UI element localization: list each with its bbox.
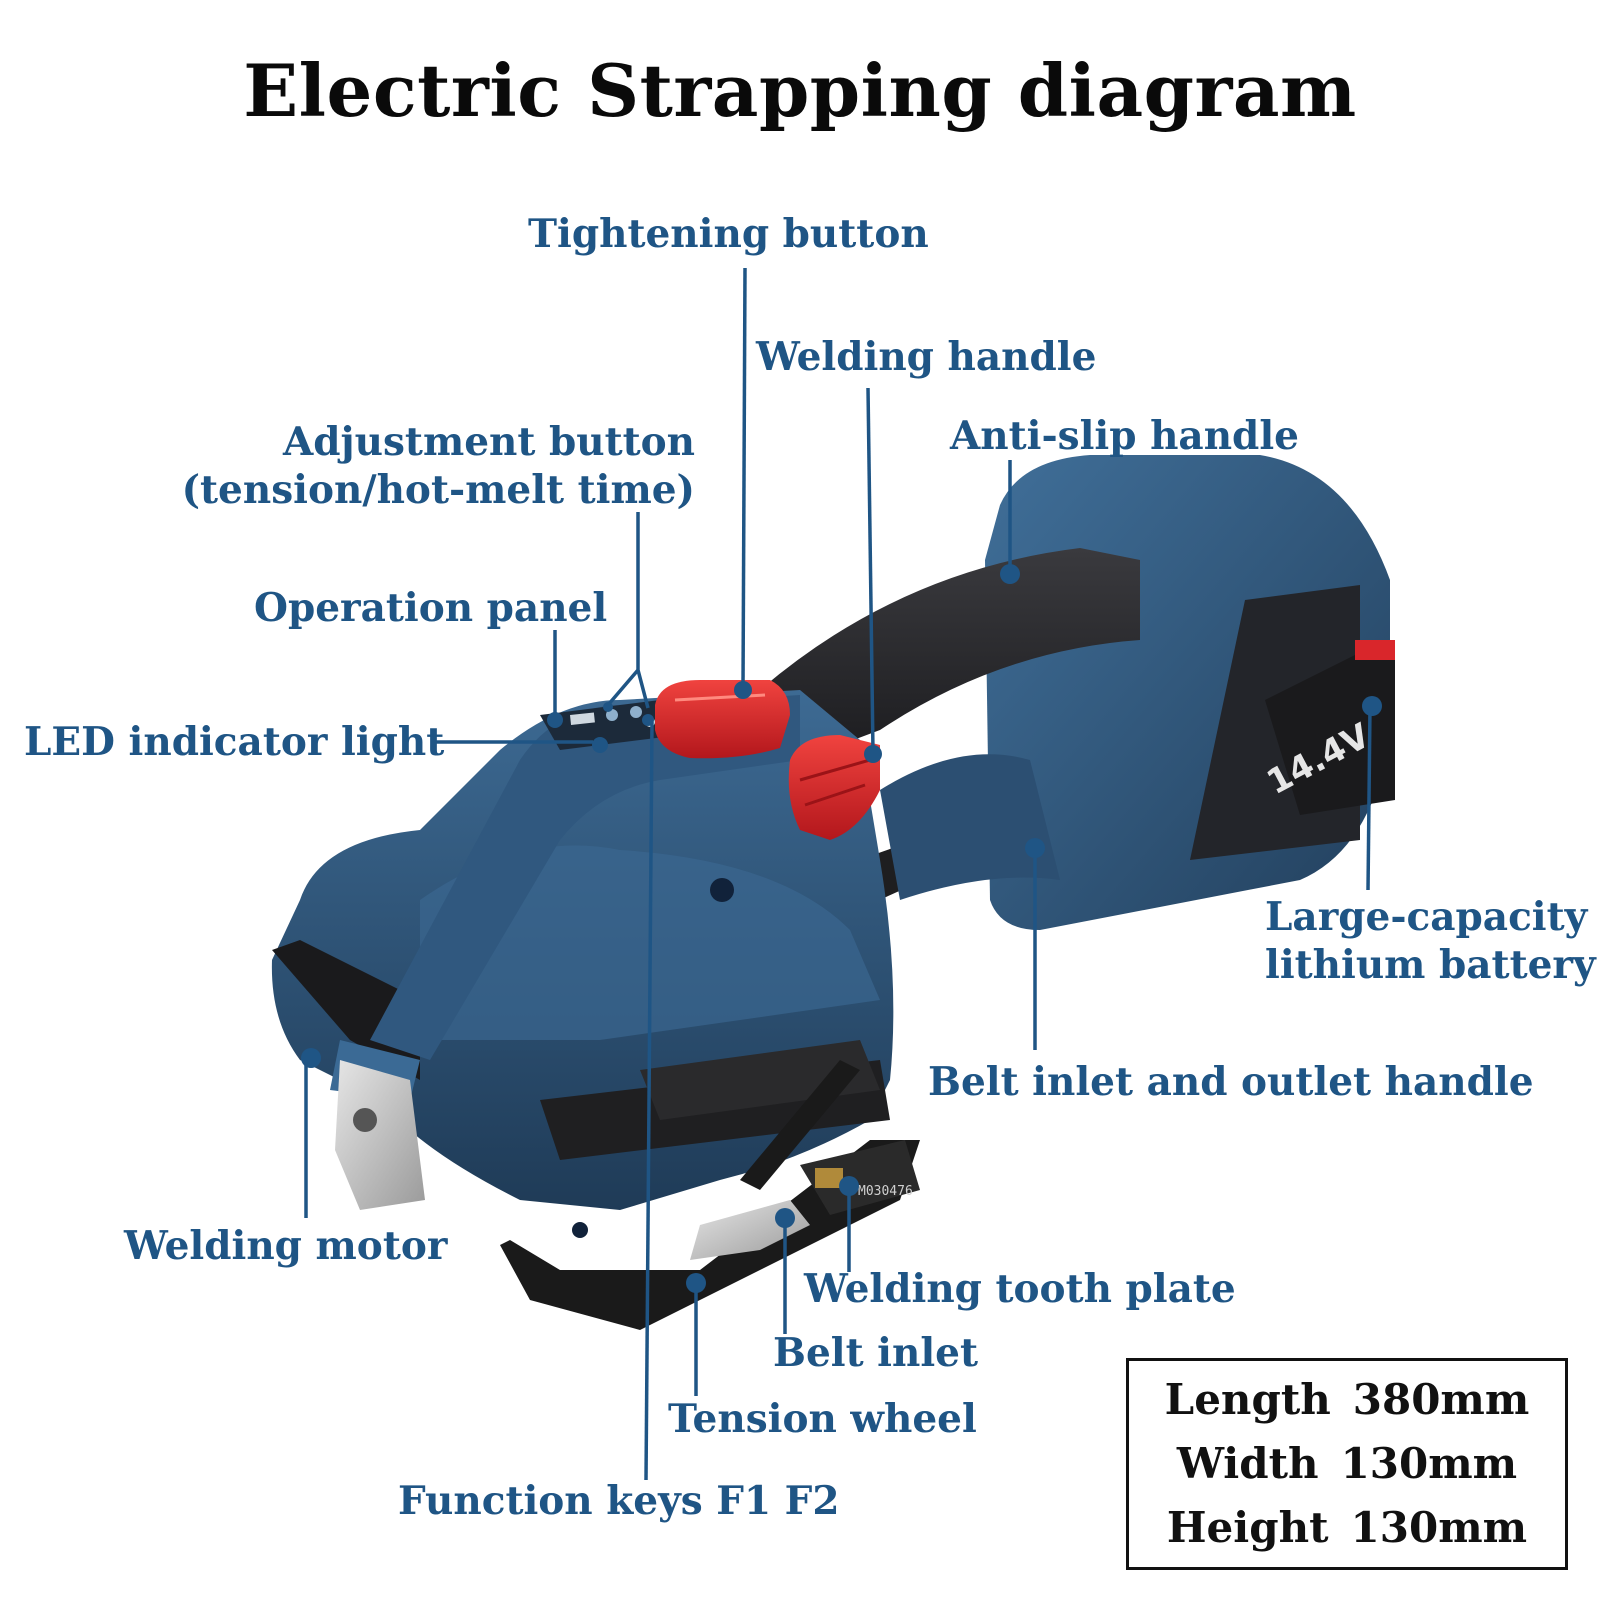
label-tightening-button: Tightening button [528, 211, 929, 257]
leader-dots [301, 564, 1382, 1293]
leader-function-keys [644, 721, 654, 1481]
spec-width-value: 130mm [1340, 1439, 1518, 1488]
leader-welding-handle [866, 387, 875, 753]
spec-length-value: 380mm [1352, 1375, 1530, 1424]
spec-height-value: 130mm [1350, 1503, 1528, 1552]
led-indicator [570, 712, 595, 725]
spec-width-label: Width [1176, 1439, 1319, 1488]
leader-battery [1366, 706, 1372, 891]
anti-slip-handle-grip [760, 548, 1140, 760]
spec-height-label: Height [1166, 1503, 1329, 1552]
label-anti-slip-handle: Anti-slip handle [950, 413, 1299, 459]
label-welding-tooth-plate: Welding tooth plate [804, 1266, 1236, 1312]
label-belt-inlet-outlet-handle: Belt inlet and outlet handle [928, 1059, 1534, 1105]
welding-motor-housing [335, 1060, 425, 1210]
label-function-keys: Function keys F1 F2 [398, 1478, 840, 1524]
leader-lines [304, 267, 1372, 1481]
label-adjustment-button-line1: Adjustment button [282, 419, 695, 465]
label-operation-panel: Operation panel [254, 585, 608, 631]
leader-tightening-button [741, 267, 747, 689]
spec-length: Length 380mm [1165, 1368, 1530, 1432]
label-adjustment-button-line2: (tension/hot-melt time) [181, 467, 695, 513]
label-welding-handle: Welding handle [756, 334, 1097, 380]
spec-length-label: Length [1164, 1375, 1331, 1424]
plate-code-text: M030476 [858, 1184, 913, 1199]
label-belt-inlet: Belt inlet [773, 1330, 978, 1376]
spec-width: Width 130mm [1177, 1432, 1517, 1496]
lithium-battery-pack [1265, 650, 1395, 815]
label-battery-line2: lithium battery [1265, 942, 1596, 988]
label-battery: Large-capacity lithium battery [1265, 893, 1596, 989]
diagram-title: Electric Strapping diagram [243, 48, 1357, 133]
welding-handle-lever [788, 735, 880, 840]
top-ridge [370, 695, 800, 1060]
label-led-indicator-light: LED indicator light [24, 719, 445, 765]
tightening-button-shape [655, 680, 790, 759]
leader-adjustment-button [606, 512, 650, 709]
welding-tooth-plate: M030476 [800, 1140, 920, 1215]
label-tension-wheel: Tension wheel [668, 1396, 977, 1442]
label-adjustment-button: Adjustment button (tension/hot-melt time… [160, 418, 695, 514]
label-welding-motor: Welding motor [124, 1223, 448, 1269]
spec-height: Height 130mm [1167, 1496, 1527, 1560]
label-battery-line1: Large-capacity [1265, 894, 1588, 940]
